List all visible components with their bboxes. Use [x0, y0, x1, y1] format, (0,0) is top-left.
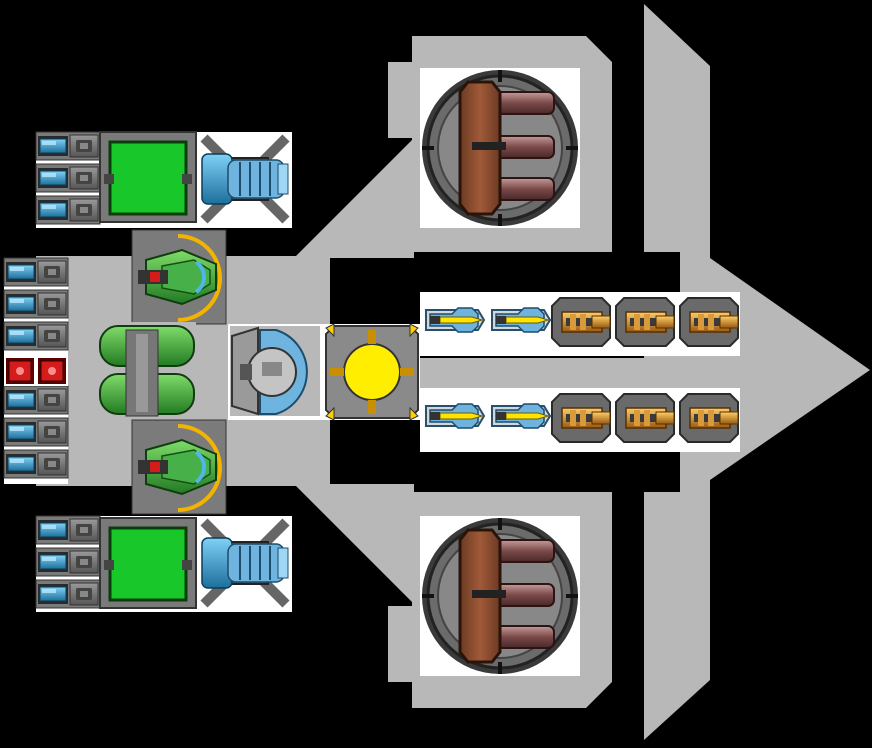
engine-bottom — [198, 516, 292, 610]
green-cannon-top — [130, 228, 228, 326]
central-reactor — [324, 323, 420, 421]
cockpit — [230, 326, 320, 416]
green-screen-bottom — [99, 517, 197, 609]
heavy-turret-bottom — [418, 514, 582, 678]
green-cannon-bottom — [130, 418, 228, 516]
engine-top — [198, 132, 292, 226]
battery-bank-top — [35, 131, 101, 225]
red-power-nodes — [4, 356, 68, 386]
green-thrusters — [99, 322, 196, 418]
green-screen-top — [99, 131, 197, 223]
battery-bank-bottom — [35, 515, 101, 609]
heavy-turret-top — [418, 66, 582, 230]
